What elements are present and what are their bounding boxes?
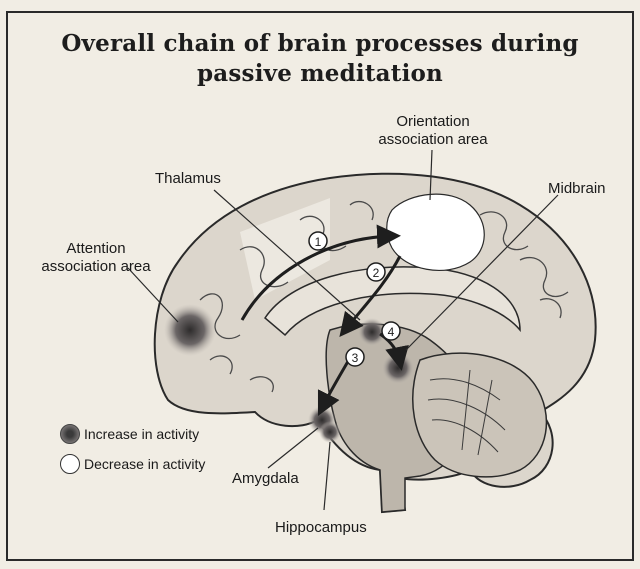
- title-line-1: Overall chain of brain processes during: [61, 30, 579, 57]
- step-marker-1: 1: [308, 231, 328, 251]
- label-orientation-line-2: association area: [378, 131, 488, 148]
- decrease-swatch-icon: [60, 454, 80, 474]
- increase-swatch-icon: [60, 424, 80, 444]
- label-attention-area: Attention association area: [30, 240, 162, 276]
- label-midbrain: Midbrain: [548, 180, 606, 197]
- leader-midbrain: [405, 194, 559, 351]
- legend-increase-label: Increase in activity: [84, 426, 200, 442]
- arrow-step-2: [339, 255, 402, 338]
- cerebellum: [412, 352, 548, 478]
- leader-thalamus: [213, 189, 361, 321]
- step-marker-4: 4: [381, 321, 401, 341]
- label-thalamus: Thalamus: [155, 170, 221, 187]
- label-attention-line-1: Attention: [66, 240, 126, 257]
- label-amygdala: Amygdala: [232, 470, 299, 487]
- label-orientation-line-1: Orientation: [396, 113, 470, 130]
- diagram-frame: [6, 11, 634, 561]
- step-marker-3: 3: [345, 347, 365, 367]
- attention-area-hotspot: [164, 304, 216, 356]
- step-marker-2: 2: [366, 262, 386, 282]
- title-line-2: passive meditation: [197, 60, 443, 87]
- step-2-label: 2: [373, 266, 380, 280]
- step-1-label: 1: [315, 235, 322, 249]
- leader-amygdala: [267, 427, 319, 469]
- hippocampus-hotspot: [319, 421, 341, 443]
- legend-increase: Increase in activity: [60, 424, 199, 444]
- step-3-label: 3: [352, 351, 359, 365]
- step-4-label: 4: [388, 325, 395, 339]
- cerebellum-folds: [427, 369, 506, 456]
- leader-attention: [127, 267, 179, 323]
- label-orientation-area: Orientation association area: [370, 113, 496, 149]
- leader-orientation: [429, 149, 433, 201]
- corpus-callosum: [264, 266, 521, 337]
- legend-decrease: Decrease in activity: [60, 454, 205, 474]
- legend-decrease-label: Decrease in activity: [84, 456, 206, 472]
- orientation-area: [386, 193, 485, 271]
- label-hippocampus: Hippocampus: [275, 519, 367, 536]
- thalamus-hotspot: [358, 318, 386, 346]
- parietal-light-region: [240, 198, 330, 300]
- label-attention-line-2: association area: [41, 258, 151, 275]
- leader-hippocampus: [323, 441, 331, 511]
- arrow-step-1: [240, 224, 401, 321]
